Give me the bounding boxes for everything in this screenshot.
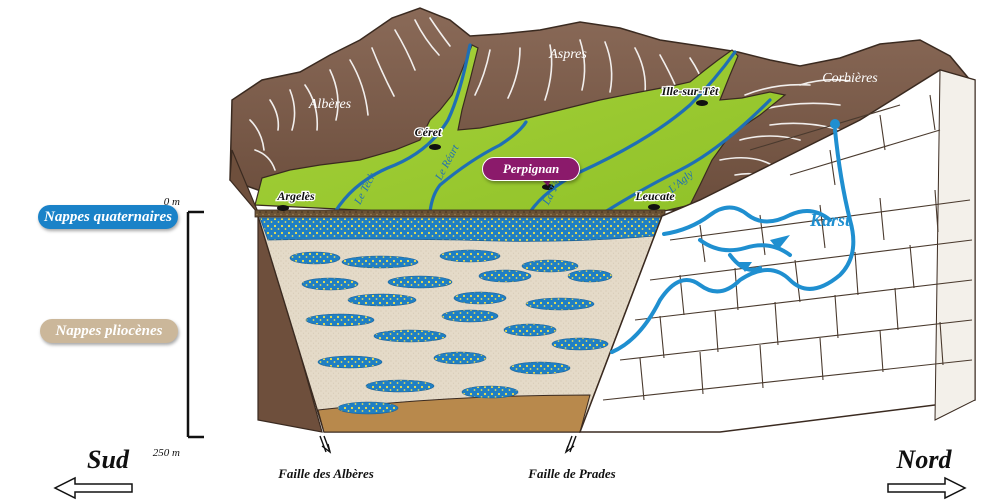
river-tech (333, 43, 472, 214)
town-marker-leucate (648, 204, 660, 210)
north-arrow (887, 476, 967, 500)
karst-flow-arrow-2 (738, 262, 752, 272)
town-marker-ille (696, 100, 708, 106)
river-agly (603, 98, 772, 214)
town-markers (277, 100, 708, 211)
label-aspres: Aspres (548, 47, 587, 62)
river-reart (428, 120, 528, 214)
legend-pliocene-badge: Nappes pliocènes (40, 319, 178, 343)
fault-alberes-label: Faille des Albères (277, 466, 374, 481)
town-marker-ceret (429, 144, 441, 150)
label-karst: Karst (809, 210, 851, 230)
alberes-cross-section (229, 149, 323, 433)
quaternary-aquifer-layer (259, 217, 665, 242)
south-arrow (53, 476, 133, 500)
perpignan-badge: Perpignan (482, 157, 580, 181)
direction-north-label: Nord (896, 445, 953, 474)
fault-prades-label: Faille de Prades (527, 466, 615, 481)
depth-scale-bar (186, 210, 204, 439)
surface-soil-strip (254, 209, 666, 218)
karst-flow-arrow (770, 235, 790, 250)
direction-arrows (53, 476, 967, 500)
fault-markers (319, 435, 577, 454)
legend-quaternary-label: Nappes quaternaires (44, 209, 172, 225)
label-ceret: Céret (415, 125, 442, 139)
perpignan-label: Perpignan (502, 161, 560, 176)
label-argeles: Argelès (276, 189, 315, 203)
label-leucate: Leucate (634, 189, 675, 203)
river-tet (528, 50, 737, 214)
rivers (333, 43, 772, 214)
town-marker-argeles (277, 205, 289, 211)
scale-bottom-label: 250 m (153, 447, 180, 459)
town-marker-perpignan (542, 184, 554, 190)
karst-sinkhole (830, 119, 840, 129)
legend-pliocene-label: Nappes pliocènes (55, 323, 163, 339)
label-corbieres: Corbières (822, 71, 878, 86)
label-ille: Ille-sur-Têt (661, 84, 719, 98)
legend-quaternary-badge: Nappes quaternaires (38, 205, 178, 229)
direction-south-label: Sud (87, 445, 130, 474)
pliocene-aquifer-lenses (289, 249, 613, 415)
limestone-massif (578, 69, 976, 433)
label-alberes: Albères (308, 97, 352, 112)
